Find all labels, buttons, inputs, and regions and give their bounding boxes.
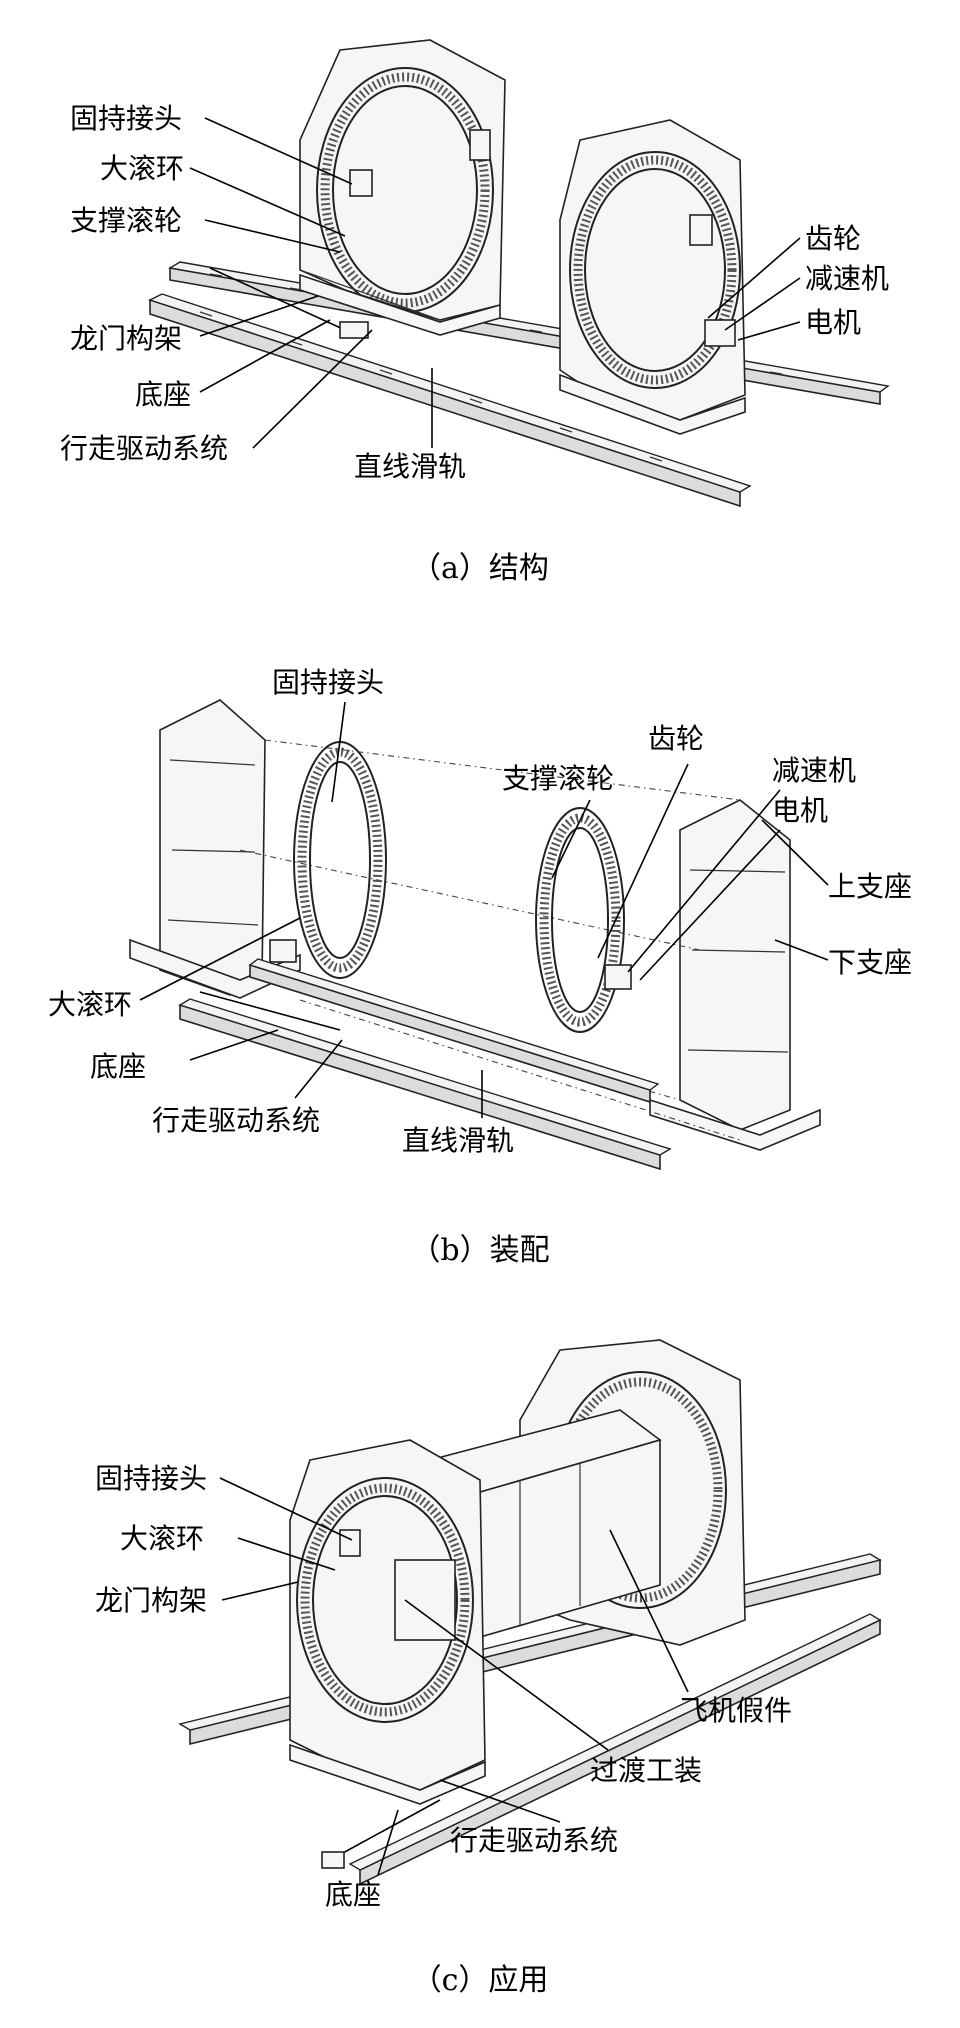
panel-b-assembly: 固持接头 齿轮 减速机 电机 支撑滚轮 上支座 下支座 大滚环 底座 行走驱动系… — [0, 620, 960, 1300]
drive-rod-c — [329, 1799, 441, 1861]
right-gantry-frame — [559, 119, 746, 435]
label-c-da-gun-huan: 大滚环 — [120, 1522, 204, 1555]
motor-box-right — [604, 964, 632, 990]
label-c-guo-du-gong-zhuang: 过渡工装 — [590, 1754, 702, 1787]
label-c-xing-zou-qu-dong: 行走驱动系统 — [450, 1824, 618, 1857]
label-b-chi-lun: 齿轮 — [648, 722, 704, 755]
label-b-dian-ji: 电机 — [772, 794, 828, 827]
panel-c-drawing: 固持接头 大滚环 龙门构架 飞机假件 过渡工装 行走驱动系统 底座 （c）应用 — [95, 1339, 882, 1998]
caption-c: （c）应用 — [412, 1963, 549, 1998]
panel-c-application: 固持接头 大滚环 龙门构架 飞机假件 过渡工装 行走驱动系统 底座 （c）应用 — [0, 1300, 960, 2028]
exploded-ring-left — [293, 741, 387, 979]
label-a-xing-zou-qu-dong: 行走驱动系统 — [60, 432, 228, 465]
label-a-di-zuo: 底座 — [135, 378, 191, 411]
panel-a-drawing: 固持接头 大滚环 支撑滚轮 龙门构架 底座 行走驱动系统 直线滑轨 齿轮 减速机… — [60, 39, 890, 586]
label-c-di-zuo: 底座 — [325, 1878, 381, 1911]
label-b-di-zuo: 底座 — [90, 1050, 146, 1083]
panel-b-drawing: 固持接头 齿轮 减速机 电机 支撑滚轮 上支座 下支座 大滚环 底座 行走驱动系… — [48, 666, 912, 1268]
exploded-ring-right — [535, 807, 625, 1033]
label-c-gu-chi-jie-tou: 固持接头 — [95, 1462, 207, 1495]
panel-a-structure: 固持接头 大滚环 支撑滚轮 龙门构架 底座 行走驱动系统 直线滑轨 齿轮 减速机… — [0, 0, 960, 620]
label-a-zhi-cheng-gun-lun: 支撑滚轮 — [70, 204, 182, 237]
label-b-jian-su-ji: 减速机 — [772, 754, 856, 787]
label-b-zhi-cheng-gun-lun: 支撑滚轮 — [502, 762, 614, 795]
label-a-gu-chi-jie-tou: 固持接头 — [70, 102, 182, 135]
label-a-jian-su-ji: 减速机 — [805, 262, 889, 295]
caption-a: （a）结构 — [411, 551, 549, 586]
label-c-long-men-gou-jia: 龙门构架 — [95, 1584, 207, 1617]
caption-b: （b）装配 — [410, 1233, 549, 1268]
label-b-zhi-xian-hua-gui: 直线滑轨 — [402, 1124, 514, 1157]
left-gantry-frame — [299, 39, 506, 336]
motor-box-left — [269, 939, 297, 963]
label-a-long-men-gou-jia: 龙门构架 — [70, 322, 182, 355]
drive-rod — [209, 267, 346, 331]
label-c-fei-ji-jia-jian: 飞机假件 — [680, 1694, 792, 1727]
label-a-chi-lun: 齿轮 — [805, 222, 861, 255]
label-a-dian-ji: 电机 — [805, 306, 861, 339]
label-a-da-gun-huan: 大滚环 — [100, 152, 184, 185]
drive-rod-b — [199, 991, 341, 1031]
front-gantry — [289, 1439, 486, 1805]
label-b-shang-zhi-zuo: 上支座 — [828, 870, 912, 903]
label-a-zhi-xian-hua-gui: 直线滑轨 — [354, 450, 466, 483]
label-b-da-gun-huan: 大滚环 — [48, 988, 132, 1021]
label-b-xia-zhi-zuo: 下支座 — [828, 946, 912, 979]
label-b-gu-chi-jie-tou: 固持接头 — [272, 666, 384, 699]
label-b-xing-zou-qu-dong: 行走驱动系统 — [152, 1104, 320, 1137]
